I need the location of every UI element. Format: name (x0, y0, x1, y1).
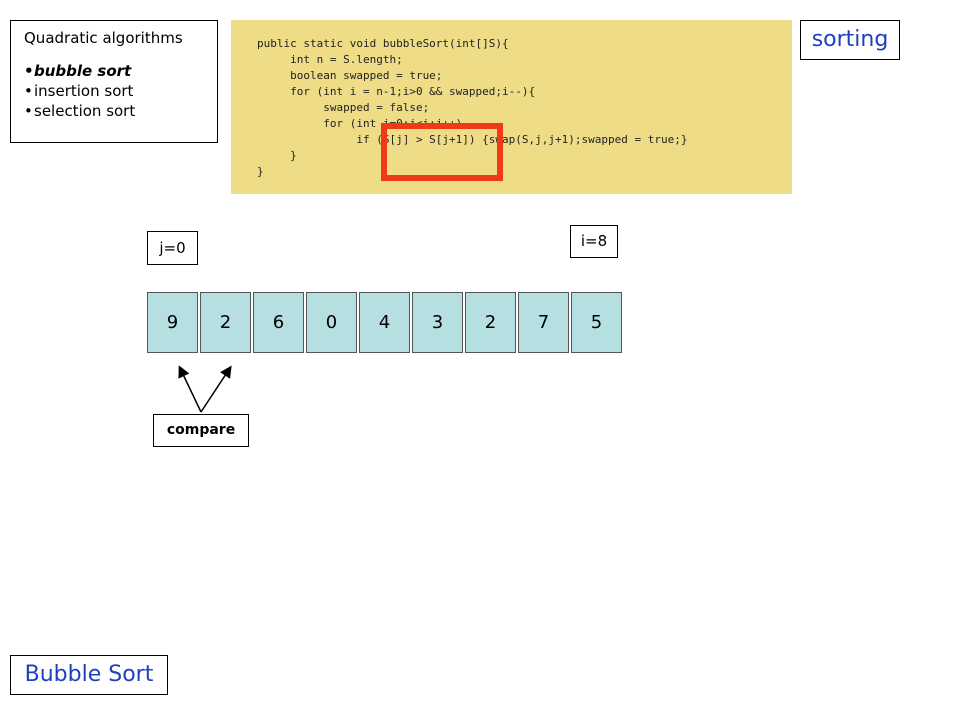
code-line: int n = S.length; (257, 53, 403, 66)
code-panel: public static void bubbleSort(int[]S){ i… (231, 20, 792, 194)
code-line: for (int i = n-1;i>0 && swapped;i--){ (257, 85, 536, 98)
topic-list-panel: Quadratic algorithms bubble sort inserti… (10, 20, 218, 143)
index-i-label: i=8 (570, 225, 618, 258)
topic-item-selection-sort: selection sort (24, 101, 217, 121)
topic-heading: Quadratic algorithms (24, 29, 183, 47)
array-cell: 9 (147, 292, 198, 353)
section-tag: sorting (800, 20, 900, 60)
array-cell: 4 (359, 292, 410, 353)
compare-arrow-right (200, 365, 232, 413)
array-cell: 0 (306, 292, 357, 353)
code-block: public static void bubbleSort(int[]S){ i… (257, 36, 792, 180)
index-j-label: j=0 (147, 231, 198, 265)
array-cell: 5 (571, 292, 622, 353)
code-line: boolean swapped = true; (257, 69, 443, 82)
compare-arrow-left (178, 365, 202, 413)
code-line: } (257, 149, 297, 162)
array-cell: 6 (253, 292, 304, 353)
compare-label: compare (153, 414, 249, 447)
array-cell: 3 (412, 292, 463, 353)
array-cell: 7 (518, 292, 569, 353)
code-line: public static void bubbleSort(int[]S){ (257, 37, 509, 50)
topic-item-insertion-sort: insertion sort (24, 81, 217, 101)
array-cell: 2 (200, 292, 251, 353)
code-line: swapped = false; (257, 101, 430, 114)
comparison-highlight-box (381, 123, 503, 181)
topic-item-bubble-sort: bubble sort (24, 61, 217, 81)
code-line: } (257, 165, 264, 178)
code-line: if (S[j] > S[j+1]) {swap(S,j,j+1);swappe… (257, 133, 688, 146)
topic-list: bubble sort insertion sort selection sor… (24, 61, 217, 121)
slide-title: Bubble Sort (10, 655, 168, 695)
array-cell: 2 (465, 292, 516, 353)
